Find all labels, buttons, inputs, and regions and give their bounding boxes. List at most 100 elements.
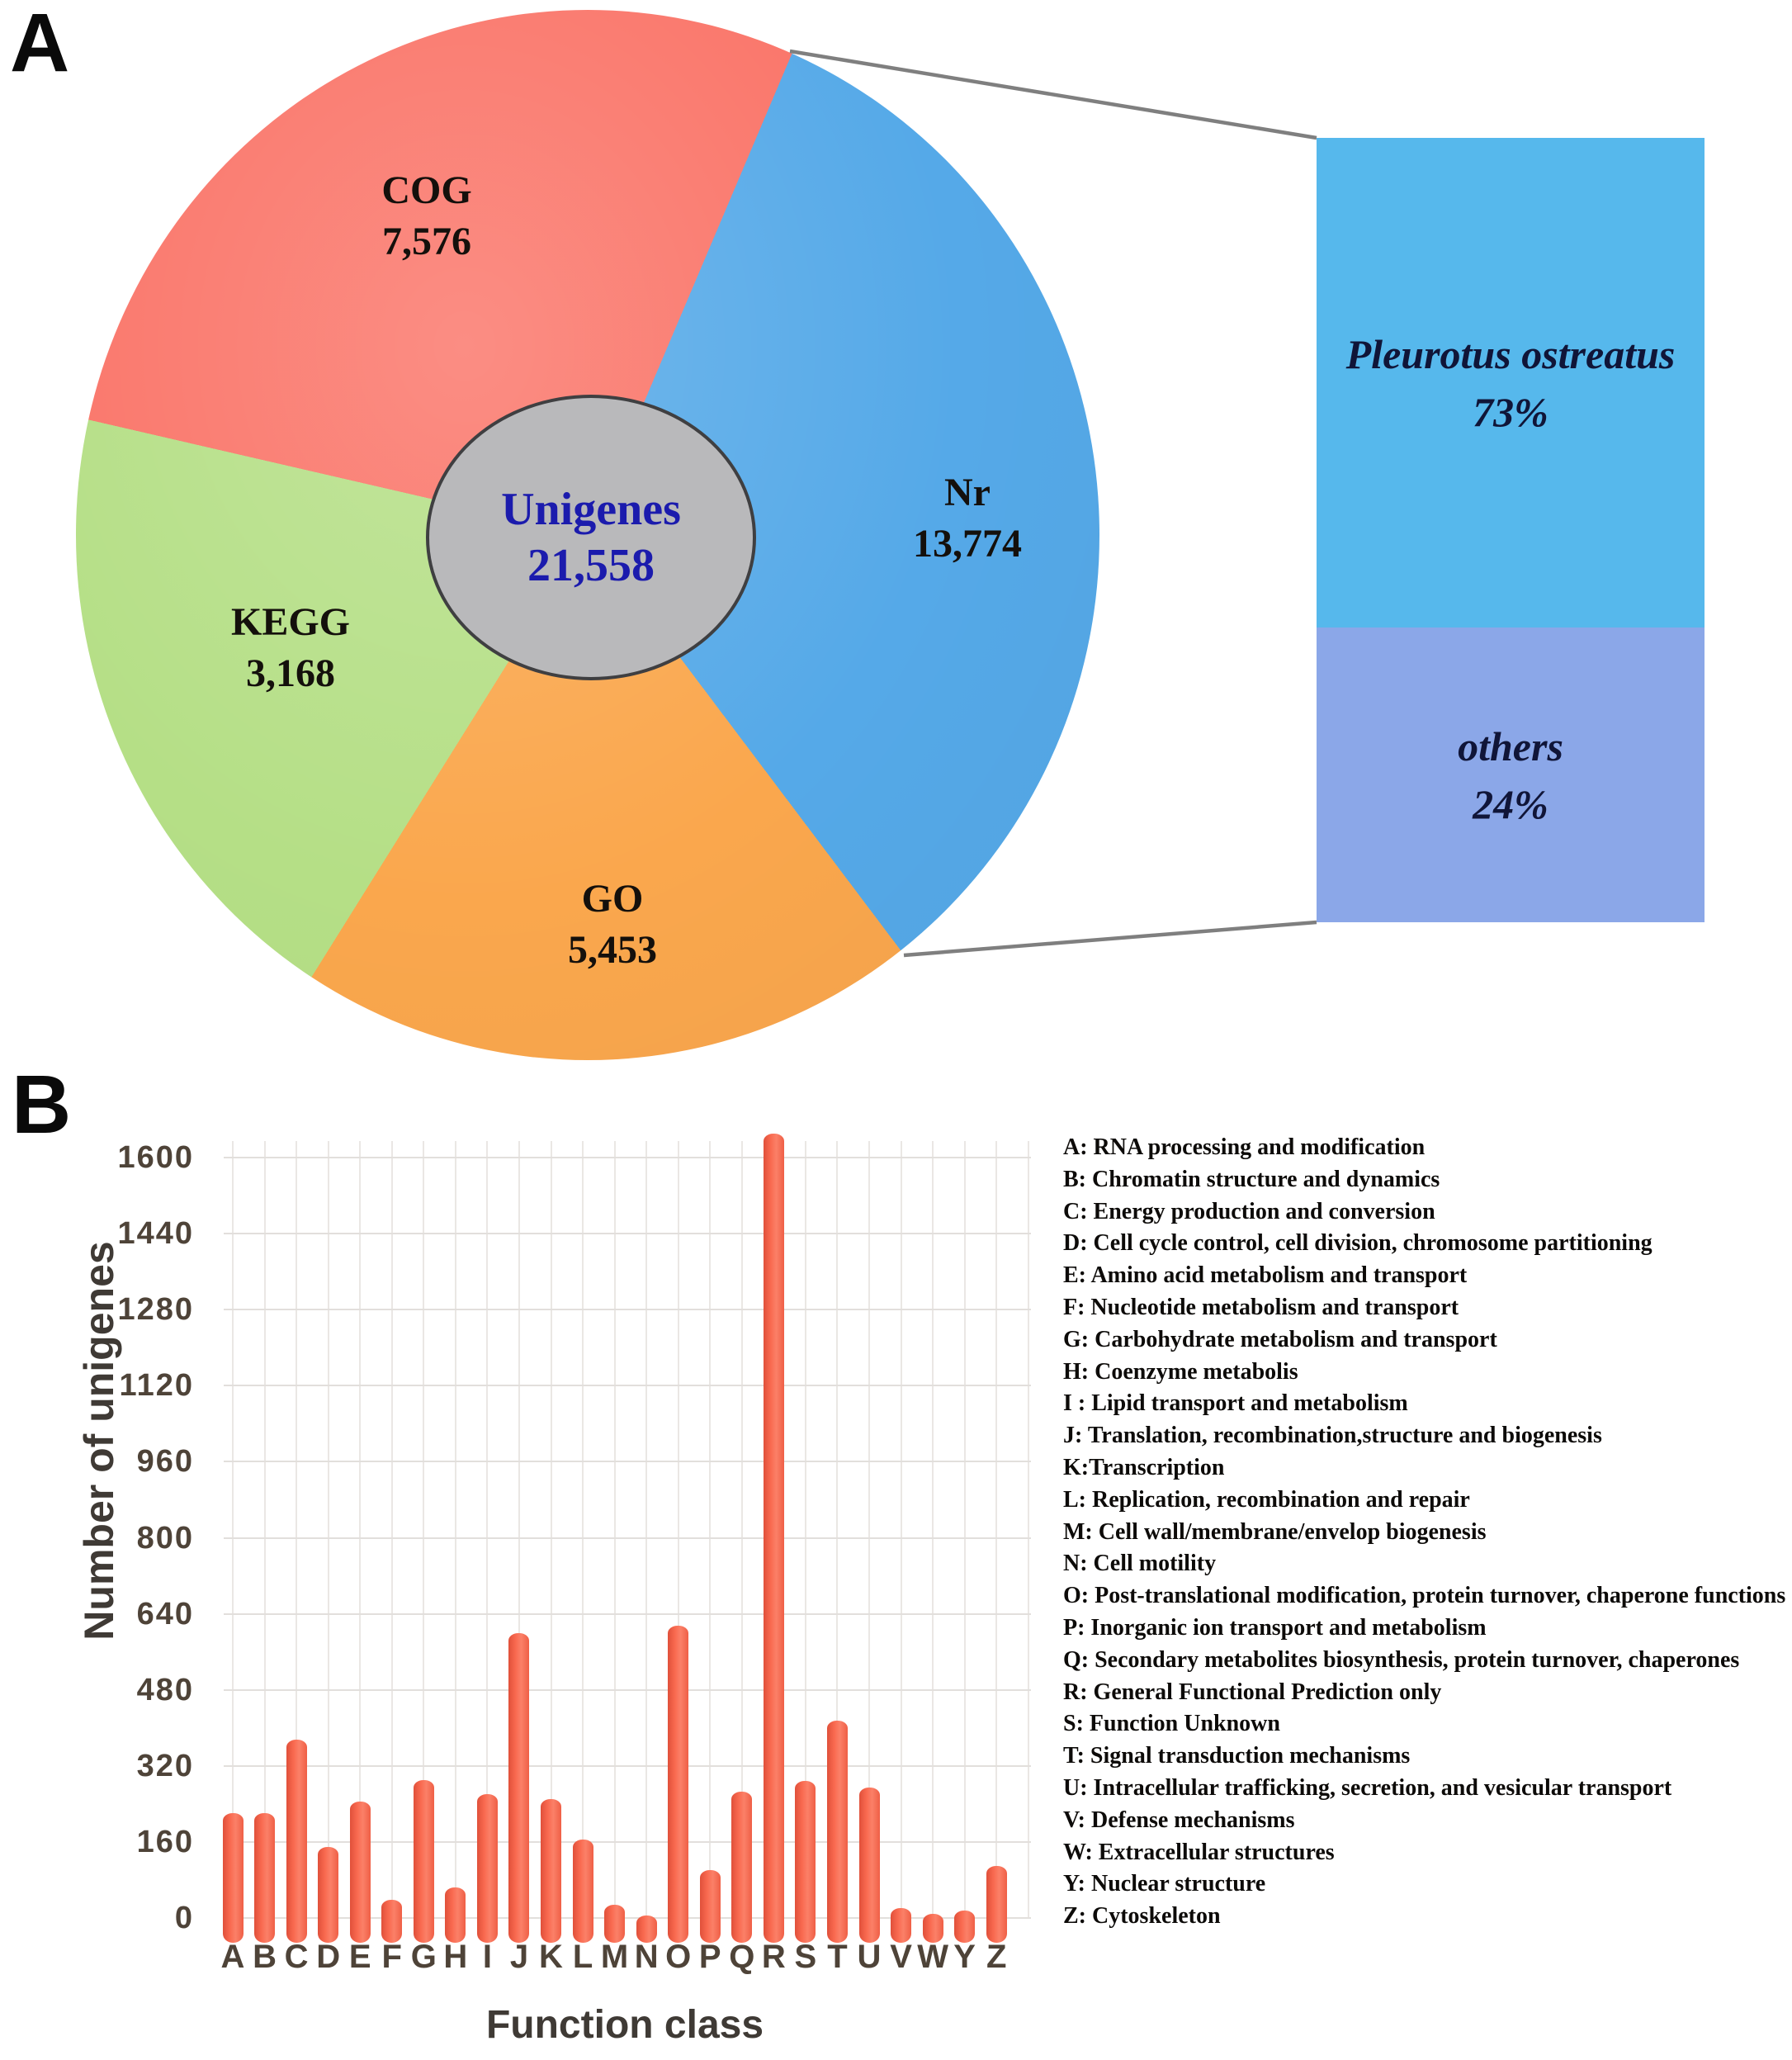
legend-entry: F: Nucleotide metabolism and transport (1063, 1294, 1459, 1320)
vertical-gridline (740, 1141, 743, 1918)
x-axis-tick-label: K (539, 1939, 563, 1975)
bar-F (381, 1900, 403, 1943)
vertical-gridline (645, 1141, 648, 1918)
vertical-gridline (359, 1141, 362, 1918)
species-breakdown-bar: Pleurotus ostreatus 73% others 24% (1317, 138, 1705, 922)
x-axis-tick-label: Z (986, 1939, 1007, 1975)
x-axis-tick-label: Y (953, 1939, 976, 1975)
bar-S (795, 1781, 816, 1943)
vertical-gridline (677, 1141, 679, 1918)
legend-entry: G: Carbohydrate metabolism and transport (1063, 1326, 1497, 1352)
slice-value: 3,168 (246, 651, 335, 695)
legend-entry: N: Cell motility (1063, 1551, 1217, 1577)
bar-R (763, 1134, 784, 1943)
center-value: 21,558 (527, 540, 655, 591)
x-axis-tick-label: D (316, 1939, 341, 1975)
y-axis-tick-label: 640 (136, 1596, 194, 1631)
bar-K (541, 1799, 561, 1943)
slice-value: 13,774 (913, 522, 1022, 566)
legend-entry: D: Cell cycle control, cell division, ch… (1063, 1230, 1653, 1257)
vertical-gridline (454, 1141, 456, 1918)
vertical-gridline (868, 1141, 870, 1918)
legend-entry: S: Function Unknown (1063, 1711, 1280, 1737)
bar-A (222, 1813, 244, 1943)
vertical-gridline (963, 1141, 966, 1918)
slice-name: COG (381, 168, 472, 212)
legend-entry: R: General Functional Prediction only (1063, 1679, 1442, 1705)
segment-value: 73% (1473, 388, 1548, 435)
bar-V (891, 1908, 912, 1943)
x-axis-tick-label: N (634, 1939, 659, 1975)
x-axis-tick-label: C (284, 1939, 309, 1975)
vertical-gridline (486, 1141, 489, 1918)
y-axis-tick-label: 960 (136, 1444, 194, 1480)
bar-G (413, 1780, 434, 1943)
horizontal-gridline (224, 1688, 1031, 1691)
bar-O (668, 1626, 689, 1943)
x-axis-tick-label: S (794, 1939, 817, 1975)
y-axis-tick-label: 0 (174, 1901, 194, 1935)
legend-entry: Z: Cytoskeleton (1063, 1903, 1221, 1930)
y-axis-tick-label: 1280 (117, 1292, 194, 1328)
legend-entry: M: Cell wall/membrane/envelop biogenesis (1063, 1518, 1487, 1545)
x-axis-tick-label: J (509, 1939, 529, 1975)
x-axis-title: Function class (485, 2003, 764, 2047)
vertical-gridline (900, 1141, 902, 1918)
vertical-gridline (232, 1141, 234, 1918)
vertical-gridline (550, 1141, 552, 1918)
slice-label-kegg: KEGG 3,168 (231, 597, 350, 699)
x-axis-tick-label: T (827, 1939, 848, 1975)
center-label: Unigenes (501, 484, 681, 535)
legend-entry: I : Lipid transport and metabolism (1063, 1390, 1408, 1417)
horizontal-gridline (224, 1157, 1031, 1159)
vertical-gridline (613, 1141, 616, 1918)
vertical-gridline (1027, 1141, 1029, 1918)
vertical-gridline (263, 1141, 266, 1918)
vertical-gridline (518, 1141, 520, 1918)
vertical-gridline (995, 1141, 998, 1918)
x-axis-tick-label: L (572, 1939, 593, 1975)
horizontal-gridline (224, 1612, 1031, 1615)
x-axis-tick-label: G (410, 1939, 437, 1975)
bar-D (318, 1846, 339, 1943)
vertical-gridline (327, 1141, 329, 1918)
slice-label-cog: COG 7,576 (381, 165, 471, 268)
segment-label: others (1458, 722, 1563, 770)
vertical-gridline (390, 1141, 393, 1918)
slice-name: KEGG (230, 600, 351, 644)
bar-L (572, 1840, 593, 1943)
x-axis-tick-label: U (857, 1939, 882, 1975)
breakdown-segment-others: others 24% (1317, 627, 1705, 922)
x-axis-tick-label: F (381, 1939, 402, 1975)
legend-entry: H: Coenzyme metabolis (1063, 1358, 1298, 1385)
y-axis-tick-label: 800 (136, 1520, 194, 1556)
horizontal-gridline (224, 1309, 1031, 1311)
slice-name: Nr (944, 471, 991, 514)
x-axis-tick-label: A (220, 1939, 245, 1975)
horizontal-gridline (224, 1537, 1031, 1539)
bar-W (922, 1914, 943, 1943)
horizontal-gridline (224, 1840, 1031, 1843)
x-axis-tick-label: Q (729, 1939, 755, 1975)
bar-H (445, 1887, 466, 1943)
bar-Q (731, 1792, 753, 1943)
vertical-gridline (932, 1141, 934, 1918)
bar-T (826, 1721, 848, 1943)
horizontal-gridline (224, 1385, 1031, 1387)
vertical-gridline (804, 1141, 806, 1918)
legend-entry: A: RNA processing and modification (1063, 1134, 1426, 1160)
y-axis-tick-label: 320 (136, 1748, 194, 1783)
x-axis-tick-label: P (698, 1939, 721, 1975)
bar-Z (986, 1865, 1007, 1943)
horizontal-gridline (224, 1233, 1031, 1235)
x-axis-tick-label: I (482, 1939, 492, 1975)
vertical-gridline (582, 1141, 584, 1918)
legend-entry: V: Defense mechanisms (1063, 1807, 1295, 1833)
x-axis-tick-label: M (600, 1939, 629, 1975)
callout-line-bottom (903, 920, 1317, 958)
horizontal-gridline (224, 1917, 1031, 1919)
breakdown-segment-pleurotus: Pleurotus ostreatus 73% (1317, 138, 1705, 627)
bar-N (636, 1916, 657, 1943)
